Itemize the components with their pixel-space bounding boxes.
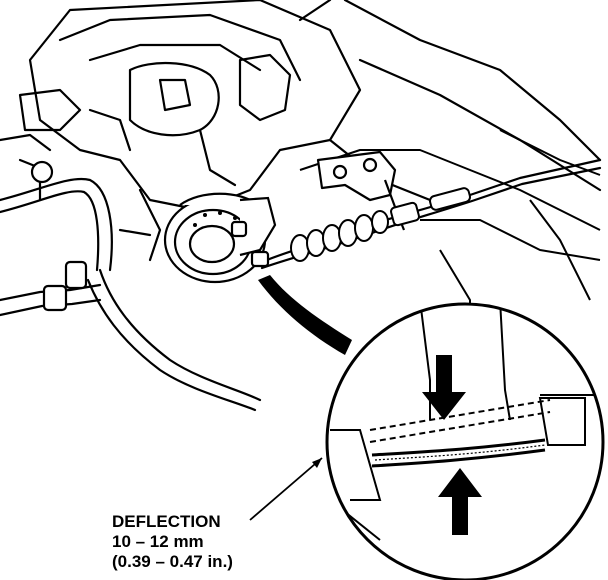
drum-dots (193, 211, 237, 227)
deflection-label: DEFLECTION 10 – 12 mm (0.39 – 0.47 in.) (112, 512, 233, 572)
callout-wedge (258, 275, 352, 355)
cable-boot (290, 187, 472, 262)
detail-view (325, 302, 605, 580)
deflection-title: DEFLECTION (112, 512, 221, 531)
label-leader (249, 457, 323, 521)
deflection-range-in: (0.39 – 0.47 in.) (112, 552, 233, 571)
throttle-drum (163, 192, 277, 284)
down-arrow-icon (422, 355, 466, 420)
up-arrow-icon (438, 468, 482, 535)
left-hoses (0, 133, 262, 412)
engine-block (18, 0, 602, 262)
deflection-range-mm: 10 – 12 mm (112, 532, 204, 551)
